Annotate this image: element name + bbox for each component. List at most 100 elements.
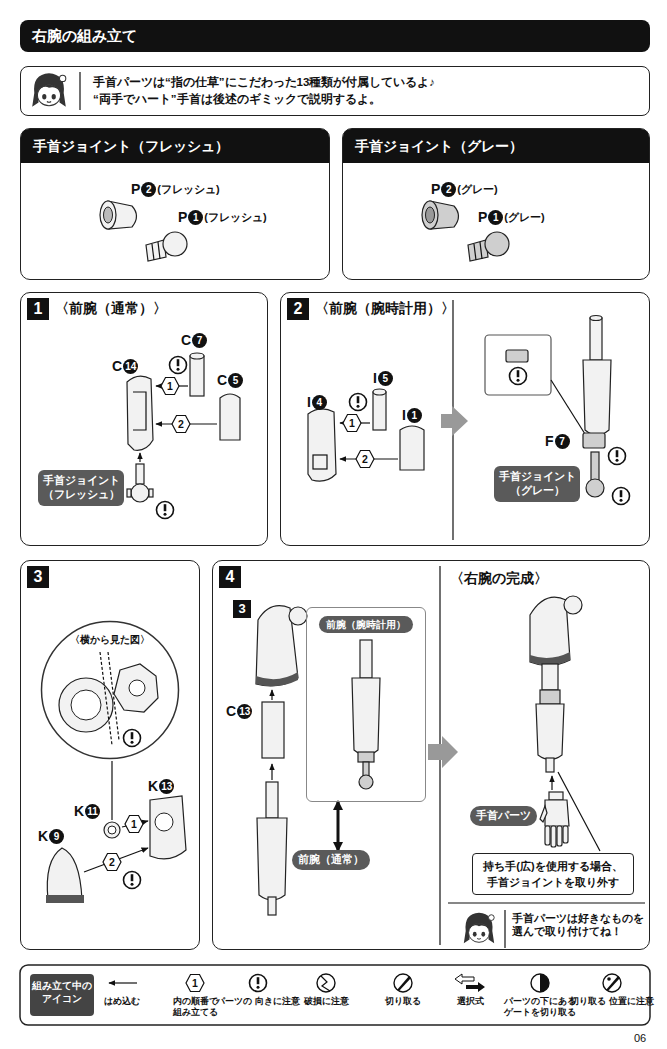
step4-parts <box>256 566 645 948</box>
step4-parts <box>563 826 568 843</box>
step2-parts <box>590 316 602 321</box>
part-label-pill: 手首パーツ <box>470 806 537 826</box>
part-p2-flesh <box>104 207 113 223</box>
part-letter: F <box>545 433 554 449</box>
step2-parts <box>441 406 468 436</box>
step3-parts <box>46 652 186 903</box>
step1-parts <box>172 416 190 433</box>
legend-icons <box>466 982 485 992</box>
step1-parts <box>139 453 140 462</box>
part-number: 7 <box>555 434 570 449</box>
node-text: 組み立て中の アイコン <box>32 979 92 1005</box>
step4-parts <box>266 782 278 818</box>
tip-note: 手首パーツは好きなものを 選んで取り付けてね！ <box>512 912 650 938</box>
part-p2-grey <box>422 201 459 229</box>
step2-parts <box>350 394 367 411</box>
step4-parts <box>540 792 569 847</box>
part-p1-flesh <box>158 242 160 259</box>
step2-parts <box>510 368 527 385</box>
node-text: 手首パーツ <box>476 808 531 823</box>
section-panel: 手首ジョイント（グレー） <box>342 128 650 280</box>
step3-parts <box>71 690 101 720</box>
legend-text: パーツの 向きに注意 <box>216 996 300 1007</box>
step4-parts <box>428 736 458 768</box>
step-number: 4 <box>219 566 241 588</box>
step1-parts <box>157 502 174 519</box>
face-icon <box>79 72 80 110</box>
step4-parts <box>464 913 494 943</box>
step4-parts <box>359 775 373 789</box>
legend-icons <box>250 975 267 992</box>
part-p1-flesh <box>146 232 187 261</box>
part-p1-grey <box>485 232 509 256</box>
step1-parts <box>149 489 153 497</box>
step4-parts <box>257 818 287 900</box>
step3-parts <box>59 678 113 732</box>
section-heading: 〈右腕の完成〉 <box>450 570 548 586</box>
part-color: (フレッシュ) <box>157 182 219 197</box>
step4-parts <box>542 664 558 690</box>
order-number: 2 <box>104 854 120 870</box>
legend-icons <box>394 974 412 992</box>
order-number: 2 <box>357 451 373 467</box>
part-number: 13 <box>159 779 174 794</box>
part-letter: P <box>478 209 487 225</box>
step2-parts <box>583 433 605 448</box>
step4-parts <box>557 826 562 846</box>
step3-parts <box>124 730 141 747</box>
legend-text: 破損に注意 <box>284 996 368 1007</box>
part-letter: C <box>226 703 236 719</box>
node-text: 手首ジョイント （フレッシュ） <box>42 473 120 501</box>
part-number: 4 <box>312 395 327 410</box>
legend-item: 破損に注意 <box>284 996 368 1007</box>
node-text: “両手でハート”手首は後述のギミックで説明するよ。 <box>93 91 641 108</box>
node-text: 〈前腕（通常）〉 <box>55 300 167 318</box>
step3-parts <box>47 848 82 900</box>
step1-parts <box>220 394 240 440</box>
part-letter: K <box>38 828 48 844</box>
step3-parts <box>125 816 143 833</box>
step1-parts <box>190 353 204 359</box>
step4-parts <box>540 806 547 822</box>
step3-parts <box>150 796 186 859</box>
part-number: 5 <box>228 373 243 388</box>
step1-parts <box>127 489 131 497</box>
step4-parts <box>448 902 645 903</box>
legend-item: 切り取る 位置に注意 <box>570 996 654 1007</box>
legend-item: 切り取る <box>361 996 445 1007</box>
step1-parts <box>127 353 240 519</box>
legend-text: 切り取る 位置に注意 <box>570 996 654 1007</box>
step-number: 1 <box>27 298 49 320</box>
step4-parts <box>545 826 550 845</box>
step2-parts <box>308 300 630 540</box>
step2-parts <box>373 392 386 430</box>
step-panel: 1 〈前腕（通常）〉手首ジョイント （フレッシュ） <box>20 292 268 546</box>
part-letter: C <box>181 332 191 348</box>
part-p1-grey <box>468 232 509 261</box>
step2-parts <box>313 455 327 469</box>
part-p2-grey <box>426 207 435 223</box>
part-letter: K <box>74 803 84 819</box>
step4-parts <box>352 678 380 755</box>
step4-parts <box>546 758 554 772</box>
part-color: (グレー) <box>504 210 544 225</box>
step2-parts <box>485 335 551 395</box>
step-panel: 2〈前腕（腕時計用）〉手首ジョイント （グレー） <box>280 292 650 546</box>
step4-parts <box>256 672 298 686</box>
step4-parts <box>551 776 552 790</box>
legend-icons <box>603 974 621 992</box>
step4-parts <box>271 690 272 700</box>
part-label-box: 手首ジョイント （グレー） <box>494 466 580 502</box>
step1-parts <box>136 464 144 484</box>
step4-parts <box>558 772 600 851</box>
legend-icons <box>455 974 474 984</box>
select-arrow <box>337 802 340 850</box>
step4-parts <box>504 910 505 948</box>
step4-parts <box>360 640 372 678</box>
order-number: 1 <box>344 415 360 431</box>
option-inset: 前腕（腕時計用） <box>306 607 426 802</box>
part-p1-grey <box>480 242 482 259</box>
part-letter: C <box>217 372 227 388</box>
legend-icons <box>540 974 549 992</box>
step3-parts <box>124 872 141 889</box>
